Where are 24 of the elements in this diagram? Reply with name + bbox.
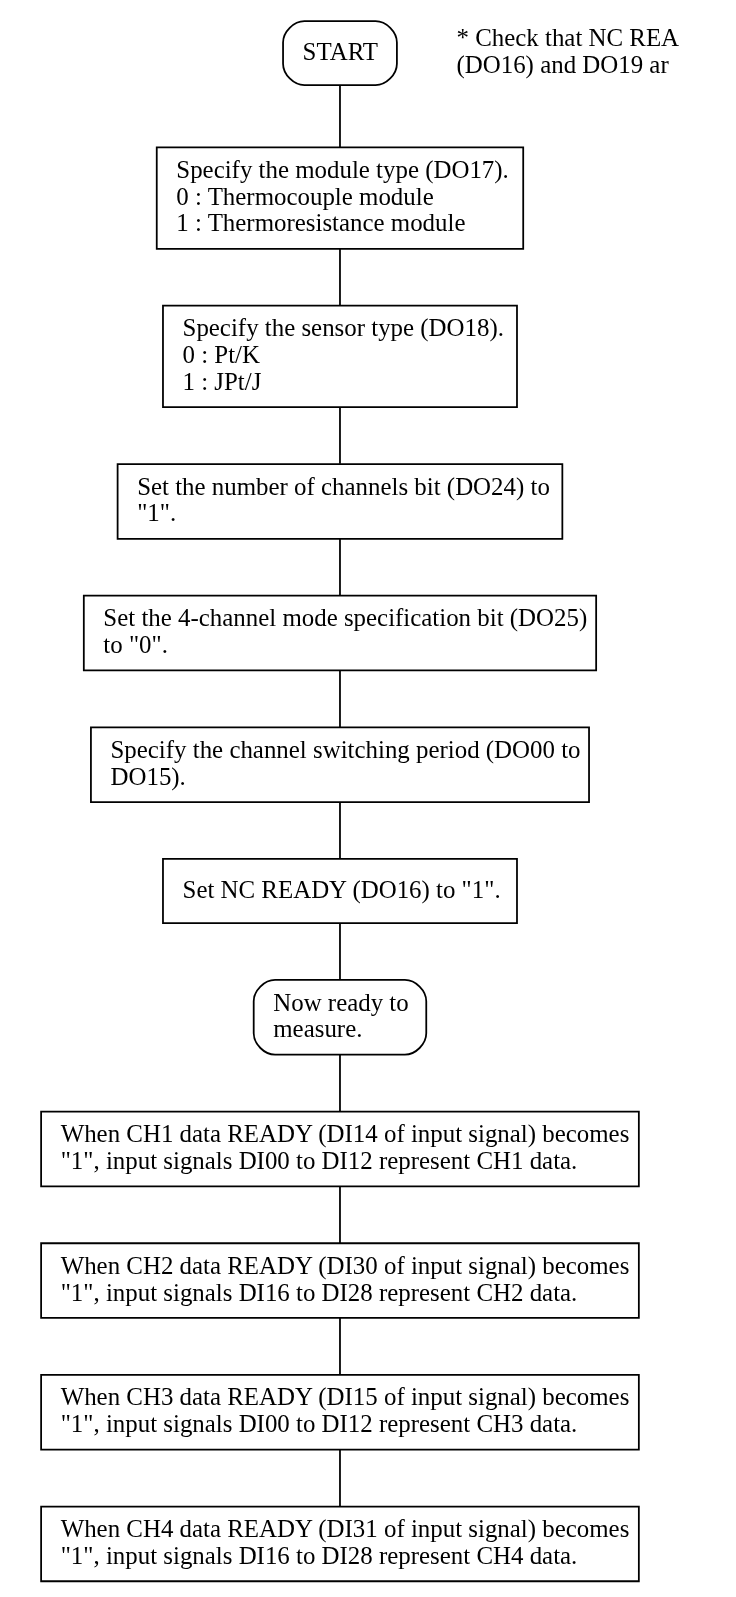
- node-label: * Check that NC REA (DO16) and DO19 ar: [456, 24, 680, 79]
- connector: [339, 247, 341, 307]
- connector: [339, 538, 341, 597]
- node-box: When CH2 data READY (DI30 of input signal) becomes "1", input signals DI16 to DI28 represent CH2 data.: [40, 1242, 640, 1319]
- node-box: Set the 4-channel mode specification bit (DO25) to "0".: [82, 594, 598, 672]
- node-box: Specify the sensor type (DO18). 0 : Pt/K 1 : JPt/J: [162, 304, 518, 408]
- node-box: Now ready to measure.: [252, 979, 428, 1056]
- connector: [339, 1448, 341, 1508]
- node-box: Specify the channel switching period (DO00 to DO15).: [90, 726, 590, 803]
- connector: [339, 84, 341, 149]
- connector: [339, 669, 341, 728]
- connector: [339, 406, 341, 465]
- node-box: START: [282, 20, 398, 87]
- connector: [339, 1053, 341, 1113]
- node-box: Specify the module type (DO17). 0 : Thermocouple module 1 : Thermoresistance module: [155, 146, 525, 250]
- node-box: When CH1 data READY (DI14 of input signal) becomes "1", input signals DI00 to DI12 represent CH1 data.: [40, 1110, 640, 1188]
- connector: [339, 922, 341, 981]
- connector: [339, 1185, 341, 1244]
- connector: [339, 1317, 341, 1376]
- node-box: When CH3 data READY (DI15 of input signal) becomes "1", input signals DI00 to DI12 represent CH3 data.: [40, 1374, 640, 1451]
- node-box: Set NC READY (DO16) to "1".: [162, 858, 518, 924]
- connector: [339, 801, 341, 860]
- node-box: Set the number of channels bit (DO24) to "1".: [116, 463, 564, 540]
- node-box: When CH4 data READY (DI31 of input signal) becomes "1", input signals DI16 to DI28 represent CH4 data.: [40, 1505, 640, 1583]
